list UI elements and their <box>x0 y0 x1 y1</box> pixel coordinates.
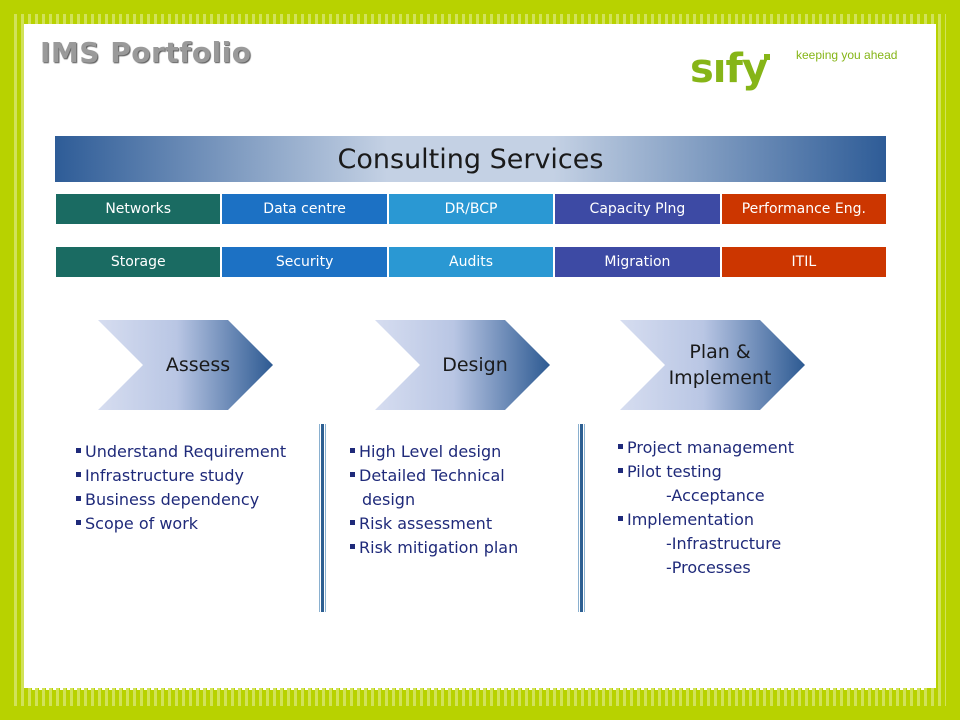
square-bullet-icon <box>350 544 355 549</box>
chevron-arrow-icon <box>98 320 273 410</box>
service-itil: ITIL <box>721 247 887 277</box>
service-migration: Migration <box>555 247 720 277</box>
service-capacity-planning: Capacity Plng <box>555 194 720 224</box>
list-item: Risk mitigation plan <box>350 536 518 560</box>
square-bullet-icon <box>350 520 355 525</box>
square-bullet-icon <box>618 516 623 521</box>
list-item: design <box>362 490 416 509</box>
square-bullet-icon <box>618 468 623 473</box>
list-item: Business dependency <box>76 488 286 512</box>
service-networks: Networks <box>56 194 221 224</box>
assess-list: Understand Requirement Infrastructure st… <box>76 440 286 536</box>
service-security: Security <box>222 247 387 277</box>
banner-title: Consulting Services <box>337 143 604 175</box>
phase-label-line2: Implement <box>668 367 772 389</box>
page-title: IMS Portfolio <box>40 36 252 69</box>
list-item: -Infrastructure <box>666 534 782 553</box>
service-performance-eng: Performance Eng. <box>721 194 887 224</box>
list-item: -Processes <box>666 558 751 577</box>
list-item: Detailed Technical <box>350 464 518 488</box>
service-row-1: Networks Data centre DR/BCP Capacity Pln… <box>56 194 887 224</box>
phase-arrow-design: Design <box>375 320 555 410</box>
border-dots-bottom <box>32 686 928 690</box>
consulting-services-banner: Consulting Services <box>55 136 886 182</box>
square-bullet-icon <box>76 496 81 501</box>
square-bullet-icon <box>76 448 81 453</box>
column-divider <box>319 424 326 612</box>
service-audits: Audits <box>388 247 554 277</box>
list-item: Project management <box>618 436 794 460</box>
service-row-2: Storage Security Audits Migration ITIL <box>56 247 887 277</box>
chevron-arrow-icon <box>620 320 805 410</box>
sify-logo: sıfy <box>690 44 776 100</box>
logo-dot-icon <box>764 54 770 60</box>
design-list: High Level design Detailed Technical des… <box>350 440 518 560</box>
service-dr-bcp: DR/BCP <box>388 194 554 224</box>
list-item: Risk assessment <box>350 512 518 536</box>
column-divider <box>578 424 585 612</box>
tagline: keeping you ahead <box>796 48 898 62</box>
square-bullet-icon <box>350 472 355 477</box>
phase-arrow-plan-implement: Plan & Implement <box>620 320 805 410</box>
list-item: Understand Requirement <box>76 440 286 464</box>
phase-arrow-assess: Assess <box>98 320 278 410</box>
list-item: Pilot testing <box>618 460 794 484</box>
list-item: Implementation <box>618 508 794 532</box>
service-storage: Storage <box>56 247 221 277</box>
square-bullet-icon <box>76 472 81 477</box>
square-bullet-icon <box>76 520 81 525</box>
list-item: Scope of work <box>76 512 286 536</box>
list-item: -Acceptance <box>666 486 765 505</box>
plan-implement-list: Project management Pilot testing -Accept… <box>618 436 794 580</box>
chevron-arrow-icon <box>375 320 550 410</box>
phase-label-design: Design <box>442 354 508 376</box>
phase-label-line1: Plan & <box>689 341 751 363</box>
square-bullet-icon <box>618 444 623 449</box>
list-item: Infrastructure study <box>76 464 286 488</box>
logo-text: sıfy <box>690 46 768 92</box>
square-bullet-icon <box>350 448 355 453</box>
phase-label-plan-implement: Plan & Implement <box>650 320 790 410</box>
service-data-centre: Data centre <box>222 194 387 224</box>
list-item: High Level design <box>350 440 518 464</box>
phase-label-assess: Assess <box>165 354 231 376</box>
